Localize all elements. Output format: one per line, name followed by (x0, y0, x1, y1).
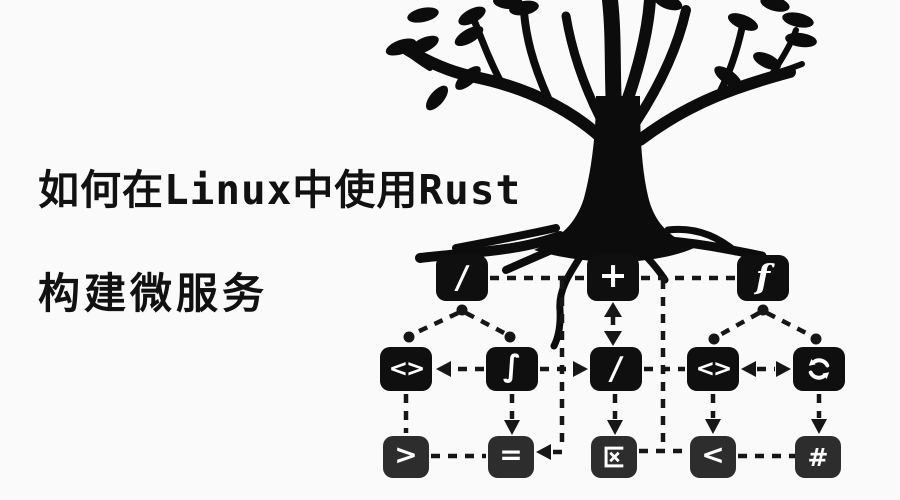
code-brackets-glyph: <> (695, 355, 733, 382)
arrowhead-down (811, 419, 827, 434)
title-line-1: 如何在Linux中使用Rust (38, 166, 522, 214)
node-greater-than: > (383, 436, 429, 478)
junction-dot (504, 331, 516, 343)
region-glyph-icon (604, 446, 624, 468)
leaf (425, 85, 449, 111)
leaf (409, 35, 439, 55)
equals-glyph: = (499, 438, 523, 471)
leaf (458, 6, 486, 26)
junction-dot (810, 333, 822, 345)
branch (402, 44, 612, 148)
hash-glyph: # (807, 442, 829, 472)
leaf (782, 12, 814, 28)
angle-pair-glyph: <> (388, 355, 426, 382)
node-code-brackets: <> (687, 347, 739, 391)
leaf (455, 66, 481, 90)
leaf (785, 32, 817, 48)
node-slash-root: / (436, 255, 488, 301)
leaf (714, 66, 742, 88)
arrowhead-down (705, 419, 721, 434)
title-block: 如何在Linux中使用Rust 构建微服务 (38, 156, 521, 321)
tree-trunk (534, 96, 694, 262)
arrowhead-down (604, 331, 622, 346)
arrowhead-right (776, 361, 791, 377)
node-angle-pair: <> (380, 347, 432, 391)
tree-illustration (385, 0, 817, 350)
branch (620, 0, 656, 110)
leaf (493, 0, 523, 10)
node-equals: = (488, 436, 534, 478)
root (502, 240, 570, 274)
root (550, 244, 590, 350)
arrowhead-down (607, 420, 623, 435)
integral-glyph: ∫ (502, 349, 522, 384)
leaf (653, 0, 683, 11)
function-f-glyph: f (755, 256, 771, 296)
node-hash: # (795, 436, 841, 478)
node-plus: + (587, 255, 639, 301)
plus-glyph: + (598, 255, 628, 296)
branch (602, 0, 622, 116)
leaf (407, 7, 439, 23)
node-function-f: f (737, 255, 789, 301)
leaf (760, 0, 790, 12)
root (452, 224, 560, 252)
greater-than-glyph: > (394, 438, 418, 471)
node-cycle (793, 347, 845, 391)
arrowhead-right (573, 361, 588, 377)
branch (631, 5, 691, 127)
less-than-glyph: < (701, 438, 725, 471)
junction-dot (456, 304, 468, 316)
root (664, 225, 740, 256)
arrowhead-down (504, 420, 520, 435)
junction-dot (757, 304, 769, 316)
node-slash-mid: / (590, 347, 642, 391)
diagram-connectors (403, 275, 827, 460)
arrowhead-left (741, 361, 756, 377)
cycle-arrows-icon (808, 358, 830, 380)
leaf (753, 52, 781, 70)
slash-glyph: / (606, 350, 626, 387)
root (651, 235, 767, 261)
node-region (591, 436, 637, 478)
node-integral: ∫ (486, 347, 538, 391)
leaf (727, 13, 759, 31)
dashed-connector (716, 311, 761, 338)
junction-dot (403, 331, 415, 343)
leaves (385, 0, 817, 111)
dashed-connector (765, 310, 814, 339)
branch (470, 16, 506, 88)
arrowhead-left (536, 444, 551, 460)
arrowhead-left (436, 361, 451, 377)
title-line-2: 构建微服务 (38, 269, 269, 318)
arrowhead-up (604, 302, 622, 317)
branch (561, 11, 605, 123)
leaf (385, 38, 417, 56)
dashed-connector (412, 310, 459, 337)
slash-glyph: / (452, 259, 472, 296)
dashed-connector (464, 311, 508, 336)
junction-dot (708, 333, 720, 345)
node-less-than: < (690, 436, 736, 478)
branch (716, 24, 746, 96)
branch (520, 8, 552, 102)
leaf (454, 25, 484, 47)
